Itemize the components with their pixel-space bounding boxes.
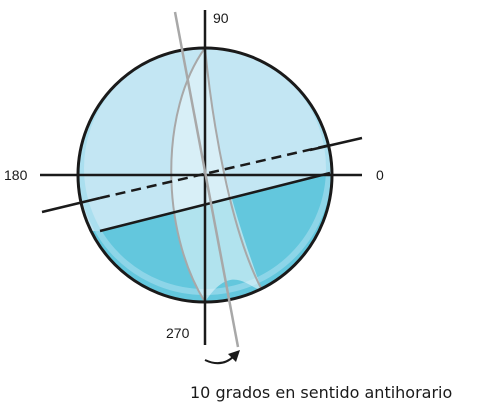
- label-left: 180: [4, 167, 28, 183]
- label-top: 90: [213, 10, 229, 26]
- rotated-axis: [173, 11, 240, 348]
- tilted-line-right-solid: [309, 136, 363, 152]
- rotation-arrow: [204, 355, 235, 365]
- lower-chord: [99, 171, 331, 233]
- label-bottom: 270: [166, 325, 190, 341]
- rotated-great-circle-right: [204, 47, 263, 291]
- rotated-great-circle-left: [170, 47, 206, 303]
- caption-text: 10 grados en sentido antihorario: [190, 383, 452, 402]
- tilted-line-left-solid: [41, 196, 101, 214]
- label-right: 0: [376, 167, 384, 183]
- tilted-line-dashed: [99, 143, 331, 200]
- rotation-arrowhead-icon: [228, 350, 240, 362]
